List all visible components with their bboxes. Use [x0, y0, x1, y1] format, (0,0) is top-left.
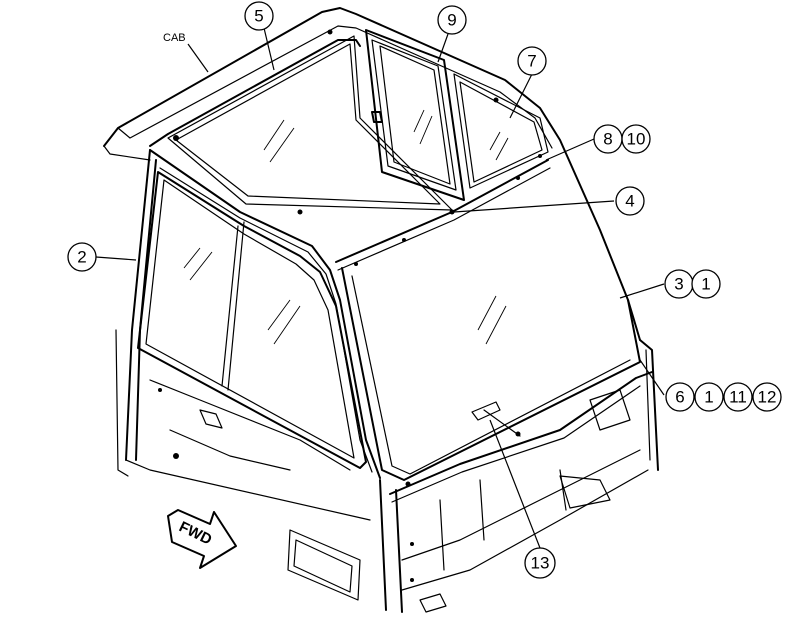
svg-text:11: 11	[729, 388, 747, 407]
callout-13: 13	[524, 547, 556, 579]
forward-arrow: FWD	[167, 509, 237, 569]
svg-text:3: 3	[674, 275, 683, 294]
svg-text:4: 4	[625, 192, 634, 211]
callout-8: 8	[593, 124, 623, 154]
callout-9: 9	[437, 5, 467, 35]
svg-text:1: 1	[704, 388, 713, 407]
svg-text:5: 5	[254, 7, 263, 26]
callout-1-a: 1	[691, 269, 721, 299]
svg-text:12: 12	[758, 388, 777, 407]
callout-7: 7	[517, 46, 547, 76]
svg-text:10: 10	[627, 130, 646, 149]
callout-12: 12	[752, 382, 782, 412]
callout-10: 10	[621, 124, 651, 154]
callout-1-b: 1	[694, 382, 724, 412]
callout-6: 6	[665, 382, 695, 412]
svg-text:7: 7	[527, 52, 536, 71]
svg-text:1: 1	[701, 275, 710, 294]
svg-text:2: 2	[77, 248, 86, 267]
svg-text:6: 6	[675, 388, 684, 407]
svg-text:13: 13	[531, 554, 550, 573]
svg-text:9: 9	[447, 11, 456, 30]
leader-lines	[95, 27, 665, 549]
svg-text:8: 8	[603, 130, 612, 149]
callout-4: 4	[615, 186, 645, 216]
callout-3: 3	[664, 269, 694, 299]
cab-label-group: CAB	[163, 32, 209, 73]
callout-11: 11	[723, 382, 753, 412]
callout-5: 5	[244, 1, 274, 31]
cab-label: CAB	[163, 32, 186, 44]
cab-drawing	[103, 7, 659, 613]
callout-2: 2	[67, 242, 97, 272]
